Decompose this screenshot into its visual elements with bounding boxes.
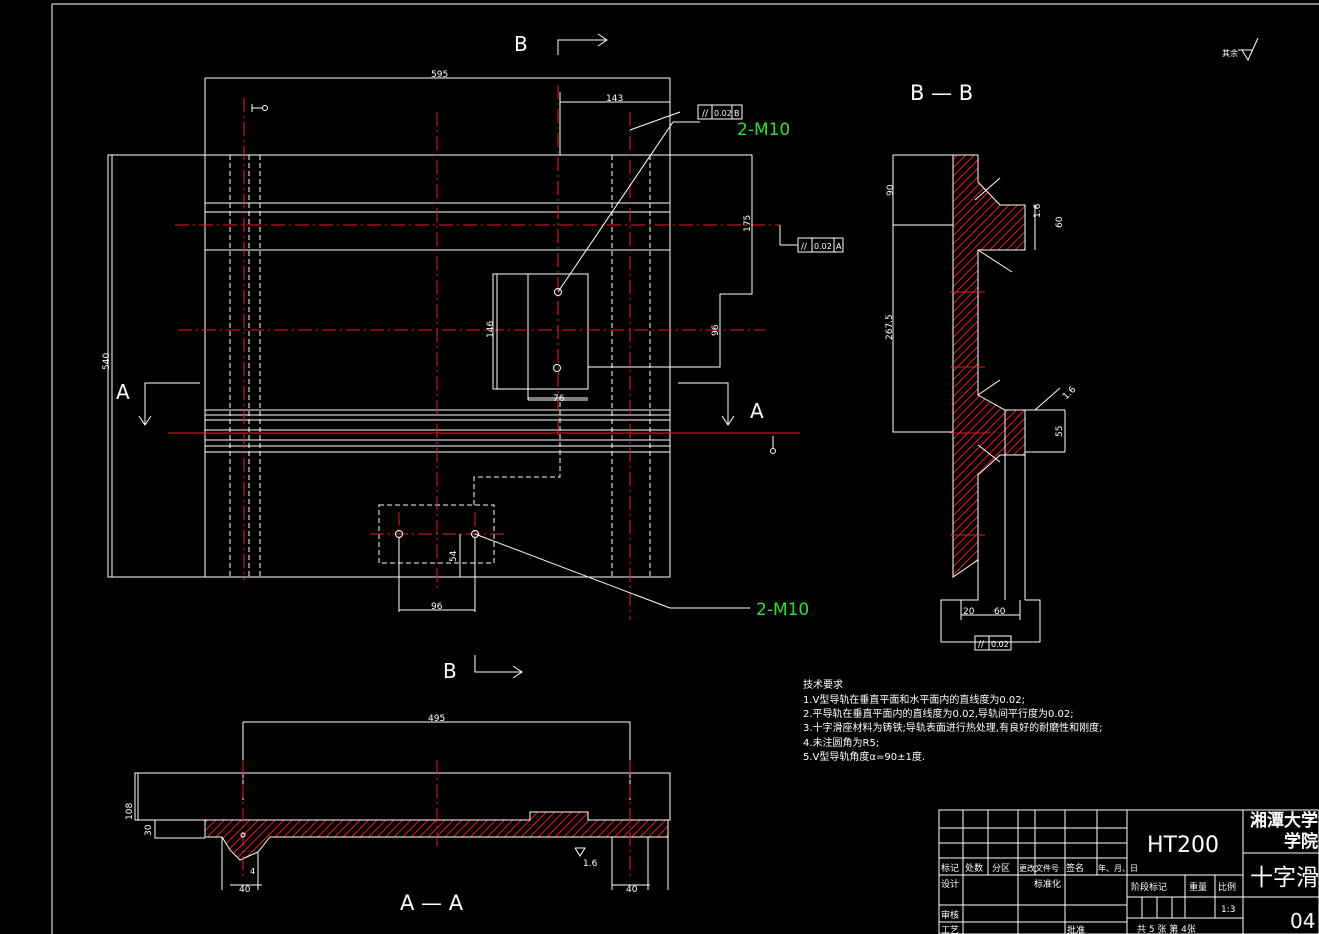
- tb-standard: 标准化: [1034, 878, 1061, 890]
- dim-495: 495: [428, 714, 445, 724]
- drawing-number: 04: [1290, 909, 1315, 933]
- dim-bb-55: 55: [1055, 426, 1065, 437]
- material-label: HT200: [1147, 833, 1219, 858]
- tech-req-item-3: 3.十字滑座材料为铸铁;导轨表面进行热处理,有良好的耐磨性和刚度;: [803, 721, 1102, 734]
- tb-sheets: 共 5 张 第 4张: [1137, 923, 1196, 934]
- roughness-bb-a: 1.6: [1033, 203, 1043, 218]
- tech-req-item-5: 5.V型导轨角度α=90±1度.: [803, 750, 925, 763]
- section-aa-view: [134, 721, 671, 890]
- tb-approve: 批准: [1067, 924, 1085, 934]
- school-line-1: 湘潭大学: [1250, 810, 1318, 831]
- dim-aa-4: 4: [250, 867, 255, 876]
- section-bb-view: [892, 154, 1066, 643]
- dim-bb-60-top: 60: [1055, 216, 1065, 228]
- svg-text://: //: [702, 109, 709, 119]
- dim-96-vertical: 96: [711, 324, 721, 336]
- tol-top-datum: B: [734, 109, 740, 118]
- tb-process: 工艺: [941, 925, 959, 934]
- tb-review: 审核: [941, 909, 959, 921]
- section-b-top-label: B: [514, 32, 528, 56]
- section-arrows: [138, 33, 735, 679]
- tol-bb-value: 0.02: [991, 640, 1009, 649]
- tb-ratio: 比例: [1218, 881, 1236, 893]
- dim-175: 175: [743, 215, 753, 232]
- part-name: 十字滑: [1250, 865, 1319, 891]
- dim-143: 143: [606, 94, 623, 104]
- tb-design: 设计: [941, 878, 959, 890]
- dim-146: 146: [486, 321, 496, 338]
- dim-540: 540: [102, 353, 112, 370]
- roughness-aa: 1.6: [583, 859, 598, 869]
- tol-mid-datum: A: [836, 242, 842, 251]
- dim-30: 30: [144, 824, 154, 836]
- tb-sign: 签名: [1066, 862, 1084, 874]
- tech-req-item-2: 2.平导轨在垂直平面内的直线度为0.02,导轨间平行度为0.02;: [803, 707, 1074, 720]
- tb-weight: 重量: [1189, 881, 1207, 893]
- roughness-symbol: [1238, 37, 1259, 62]
- labels: B B B — B A — A A A 595 143 540 175 146 …: [102, 32, 1319, 934]
- tech-req-item-4: 4.未注圆角为R5;: [803, 736, 879, 749]
- roughness-bb-b: 1.6: [1061, 385, 1078, 402]
- tb-count: 处数: [965, 862, 983, 874]
- thread-callout-upper: 2-M10: [737, 120, 790, 140]
- dim-96-horizontal: 96: [431, 602, 443, 612]
- tb-doc: 更改文件号: [1019, 863, 1059, 873]
- dim-40-right: 40: [626, 885, 638, 895]
- school-line-2: 学院: [1284, 831, 1318, 852]
- tech-req-heading: 技术要求: [803, 678, 843, 691]
- thread-callout-lower: 2-M10: [756, 600, 809, 620]
- section-a-left-label: A: [116, 380, 130, 404]
- dim-76: 76: [553, 394, 565, 404]
- section-bb-title: B — B: [910, 81, 973, 105]
- svg-text://: //: [801, 242, 808, 252]
- tb-date: 年、月、日: [1098, 863, 1138, 873]
- dim-40-left: 40: [239, 885, 251, 895]
- tol-mid-value: 0.02: [814, 242, 832, 251]
- tb-scale: 1:3: [1221, 905, 1235, 915]
- tb-zone: 分区: [992, 863, 1010, 874]
- section-a-right-label: A: [750, 399, 764, 423]
- section-b-bottom-label: B: [443, 659, 457, 683]
- dim-bb-267: 267.5: [885, 314, 895, 340]
- tb-stage: 阶段标记: [1131, 881, 1167, 893]
- title-block: [938, 809, 1319, 934]
- drawing-border: [51, 3, 1319, 934]
- tolerance-frames: // // //: [697, 104, 1012, 651]
- dim-bb-90: 90: [886, 184, 896, 196]
- dim-bb-60-bottom: 60: [994, 607, 1006, 617]
- tech-req-item-1: 1.V型导轨在垂直平面和水平面内的直线度为0.02;: [803, 693, 1025, 706]
- dim-bb-20: 20: [963, 607, 975, 617]
- svg-text://: //: [978, 640, 985, 650]
- dim-595: 595: [431, 70, 448, 80]
- tol-top-value: 0.02: [714, 109, 732, 118]
- dim-54: 54: [449, 550, 459, 562]
- section-aa-title: A — A: [400, 891, 464, 915]
- roughness-note: 其余: [1222, 48, 1238, 58]
- tb-mark: 标记: [941, 862, 959, 874]
- dim-108: 108: [125, 803, 135, 820]
- main-view: [107, 77, 800, 620]
